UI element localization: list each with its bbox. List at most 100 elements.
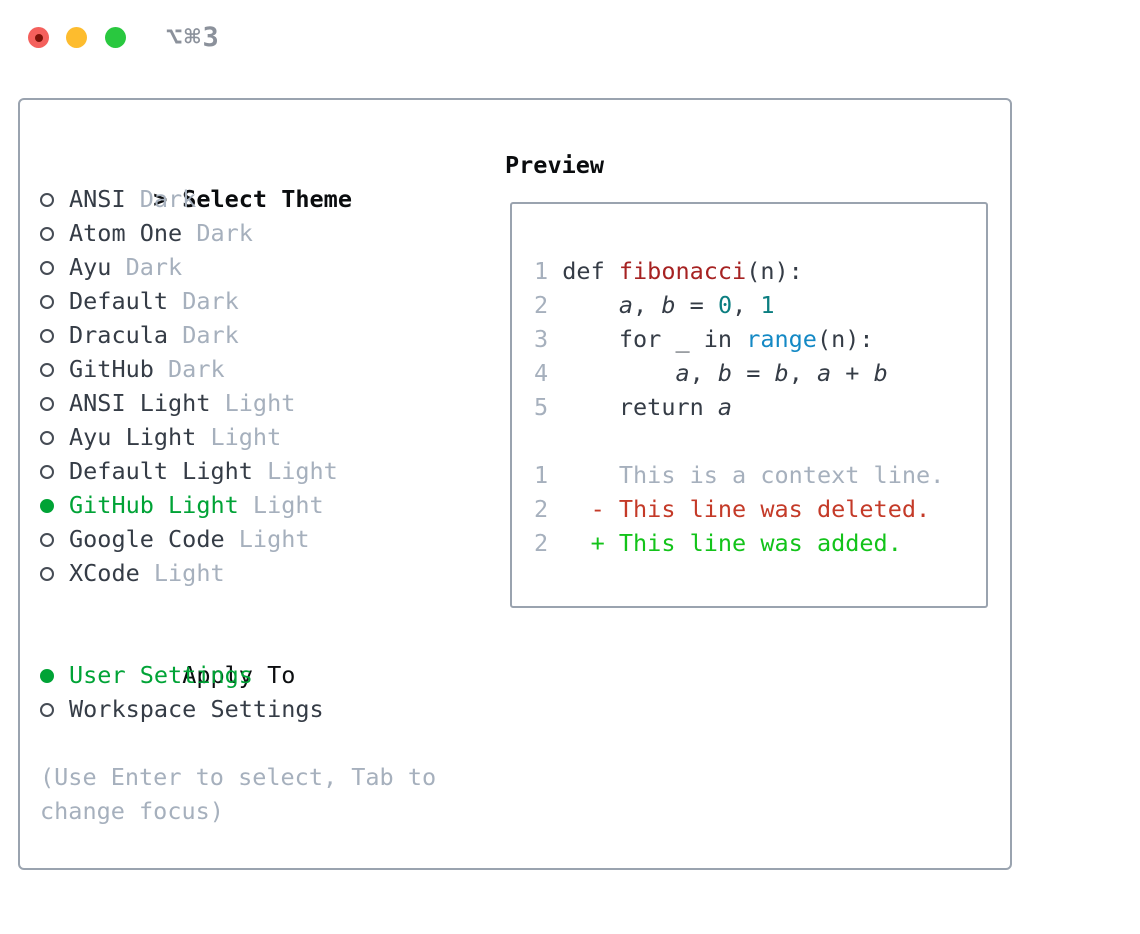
line-number: 2: [534, 495, 549, 523]
spacer: [40, 726, 500, 760]
code-line: 4 a, b = b, a + b: [534, 356, 944, 390]
radio-bullet-icon: [40, 454, 69, 488]
bullet-circle-icon: [40, 261, 54, 275]
code-token: a: [816, 359, 832, 387]
theme-variant-label: Dark: [182, 287, 239, 315]
code-line: 2 - This line was deleted.: [534, 492, 944, 526]
code-token: (n):: [746, 257, 803, 285]
radio-bullet-icon: [40, 182, 69, 216]
theme-variant-label: Light: [224, 389, 296, 417]
line-number: 3: [534, 325, 549, 353]
theme-variant-label: Dark: [125, 253, 183, 281]
code-line: 3 for _ in range(n):: [534, 322, 944, 356]
code-token: ,: [732, 291, 761, 319]
bullet-circle-icon: [40, 669, 54, 683]
option-label: Dracula: [69, 321, 169, 349]
theme-variant-label: Light: [252, 491, 324, 519]
apply-to-title: Apply To: [182, 661, 296, 689]
bullet-circle-icon: [40, 499, 54, 513]
theme-option-google-code[interactable]: Google Code Light: [40, 522, 500, 556]
option-label: Default: [69, 287, 169, 315]
help-text-line: (Use Enter to select, Tab to: [40, 763, 437, 791]
option-label: Google Code: [69, 525, 225, 553]
bullet-circle-icon: [40, 193, 54, 207]
traffic-light-close-button[interactable]: [28, 27, 49, 48]
code-token: 1: [760, 291, 775, 319]
theme-option-default[interactable]: Default Dark: [40, 284, 500, 318]
code-token: =: [732, 359, 775, 387]
line-number: 2: [534, 291, 549, 319]
radio-bullet-icon: [40, 420, 69, 454]
code-token: + This line was added.: [562, 529, 902, 557]
code-token: a: [717, 393, 733, 421]
option-label: ANSI Light: [69, 389, 211, 417]
line-number: 1: [534, 461, 549, 489]
option-label: Atom One: [69, 219, 183, 247]
theme-variant-label: Light: [238, 525, 310, 553]
code-token: (n):: [816, 325, 874, 353]
code-token: This is a context line.: [562, 461, 945, 489]
bullet-circle-icon: [40, 363, 54, 377]
theme-variant-label: Dark: [168, 355, 225, 383]
selected-radio-bullet-icon: [40, 488, 69, 522]
radio-bullet-icon: [40, 216, 69, 250]
radio-bullet-icon: [40, 522, 69, 556]
bullet-circle-icon: [40, 227, 54, 241]
line-number: 1: [534, 257, 549, 285]
option-label: Workspace Settings: [69, 695, 324, 723]
traffic-light-minimize-button[interactable]: [66, 27, 87, 48]
prompt-arrow-icon: >: [153, 185, 168, 213]
theme-variant-label: Light: [267, 457, 338, 485]
code-token: ,: [633, 291, 662, 319]
bullet-circle-icon: [40, 329, 54, 343]
code-token: a: [675, 359, 690, 387]
code-token: a: [618, 291, 634, 319]
spacer: [40, 590, 500, 624]
radio-bullet-icon: [40, 692, 69, 726]
code-token: [562, 359, 675, 387]
code-line: 2 + This line was added.: [534, 526, 944, 560]
bullet-circle-icon: [40, 431, 54, 445]
select-theme-title: Select Theme: [182, 185, 352, 213]
radio-bullet-icon: [40, 250, 69, 284]
apply-option-user-settings[interactable]: User Settings: [40, 658, 500, 692]
select-theme-header: > Select Theme: [40, 148, 500, 213]
selected-radio-bullet-icon: [40, 658, 69, 692]
code-token: ,: [689, 359, 718, 387]
code-token: b: [873, 359, 888, 387]
titlebar: ⌥⌘3: [0, 0, 1140, 76]
unsaved-changes-dot-icon: [34, 33, 43, 42]
option-label: GitHub: [69, 355, 154, 383]
theme-variant-label: Dark: [139, 185, 197, 213]
option-label: XCode: [69, 559, 140, 587]
code-token: return: [562, 393, 718, 421]
line-number: 5: [534, 393, 549, 421]
theme-option-github[interactable]: GitHub Dark: [40, 352, 500, 386]
theme-option-ansi-light[interactable]: ANSI Light Light: [40, 386, 500, 420]
traffic-light-zoom-button[interactable]: [105, 27, 126, 48]
code-token: range: [746, 325, 817, 353]
bullet-circle-icon: [40, 533, 54, 547]
code-token: ,: [788, 359, 817, 387]
code-token: for _ in: [562, 325, 747, 353]
radio-bullet-icon: [40, 318, 69, 352]
code-token: 0: [717, 291, 733, 319]
radio-bullet-icon: [40, 284, 69, 318]
code-line: [534, 424, 944, 458]
apply-option-workspace-settings[interactable]: Workspace Settings: [40, 692, 500, 726]
bullet-circle-icon: [40, 567, 54, 581]
code-line: 1 This is a context line.: [534, 458, 944, 492]
code-token: b: [661, 291, 676, 319]
bullet-circle-icon: [40, 465, 54, 479]
